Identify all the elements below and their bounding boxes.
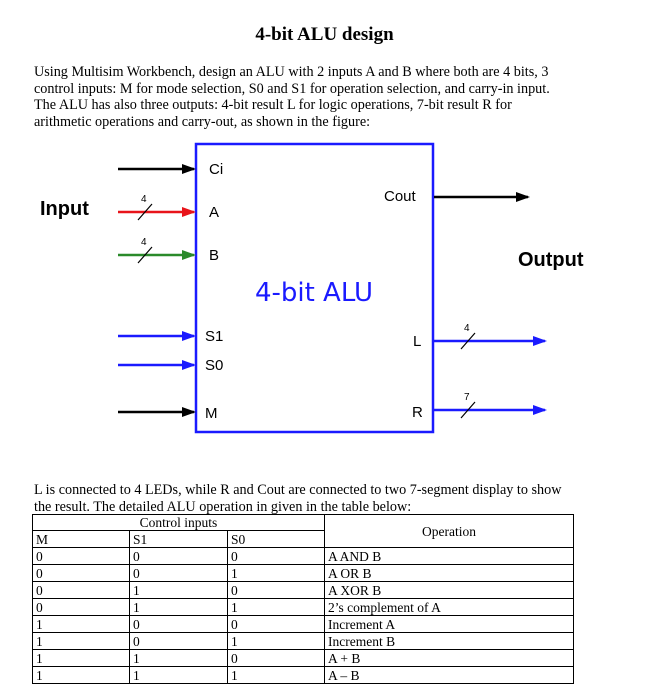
cell-s1: 1 [129, 581, 228, 599]
cell-m: 0 [32, 564, 130, 582]
port-m-label: M [205, 405, 218, 422]
cell-s0: 0 [227, 649, 325, 667]
cell-m: 0 [32, 598, 130, 616]
cell-s0: 0 [227, 615, 325, 633]
caption-line: L is connected to 4 LEDs, while R and Co… [34, 482, 562, 498]
cell-s1: 1 [129, 666, 228, 684]
header-m: M [32, 530, 130, 548]
cell-operation: A OR B [324, 564, 574, 582]
cell-m: 0 [32, 581, 130, 599]
cell-s1: 0 [129, 564, 228, 582]
cell-m: 1 [32, 666, 130, 684]
header-s1: S1 [129, 530, 228, 548]
cell-operation: 2’s complement of A [324, 598, 574, 616]
port-s0-label: S0 [205, 357, 223, 374]
page-title: 4-bit ALU design [255, 24, 394, 45]
alu-block-label: 4-bit ALU [255, 278, 373, 308]
intro-paragraph: Using Multisim Workbench, design an ALU … [34, 64, 594, 130]
port-ci-label: Ci [209, 161, 223, 178]
cell-s0: 0 [227, 547, 325, 565]
intro-line: The ALU has also three outputs: 4-bit re… [34, 97, 512, 114]
port-a-label: A [209, 204, 219, 221]
alu-block [194, 142, 435, 434]
table-caption: L is connected to 4 LEDs, while R and Co… [34, 482, 624, 515]
cell-operation: A + B [324, 649, 574, 667]
alu-block-diagram: 4-bit ALU Input Output Ci 4 A 4 B S1 S0 … [40, 142, 584, 434]
port-cout-label: Cout [384, 188, 417, 205]
l-bus-slash [460, 332, 476, 350]
r-bus-slash [460, 401, 476, 419]
intro-line: arithmetic operations and carry-out, as … [34, 113, 371, 130]
cell-operation: Increment B [324, 632, 574, 650]
port-r-label: R [412, 404, 423, 421]
cell-s0: 1 [227, 564, 325, 582]
cell-m: 1 [32, 649, 130, 667]
caption-line: the result. The detailed ALU operation i… [34, 498, 412, 515]
cell-m: 1 [32, 615, 130, 633]
port-l-label: L [413, 333, 421, 350]
b-bus-width: 4 [141, 237, 147, 248]
b-bus-slash [137, 246, 153, 264]
cell-s0: 1 [227, 666, 325, 684]
cell-s0: 0 [227, 581, 325, 599]
a-bus-slash [137, 203, 153, 221]
cell-s1: 1 [129, 649, 228, 667]
cell-operation: Increment A [324, 615, 574, 633]
header-s0: S0 [227, 530, 325, 548]
control-inputs-header: Control inputs [32, 514, 325, 531]
cell-operation: A – B [324, 666, 574, 684]
input-label: Input [40, 198, 89, 220]
cell-operation: A XOR B [324, 581, 574, 599]
l-bus-width: 4 [464, 323, 470, 334]
a-bus-width: 4 [141, 194, 147, 205]
intro-line: control inputs: M for mode selection, S0… [34, 80, 550, 97]
port-b-label: B [209, 247, 219, 264]
cell-operation: A AND B [324, 547, 574, 565]
cell-s0: 1 [227, 632, 325, 650]
r-bus-width: 7 [464, 392, 470, 403]
cell-s1: 0 [129, 632, 228, 650]
cell-s0: 1 [227, 598, 325, 616]
cell-s1: 0 [129, 547, 228, 565]
port-s1-label: S1 [205, 328, 223, 345]
cell-m: 1 [32, 632, 130, 650]
cell-m: 0 [32, 547, 130, 565]
intro-line: Using Multisim Workbench, design an ALU … [34, 64, 549, 80]
operation-header: Operation [324, 514, 574, 548]
cell-s1: 0 [129, 615, 228, 633]
cell-s1: 1 [129, 598, 228, 616]
output-label: Output [518, 249, 584, 271]
